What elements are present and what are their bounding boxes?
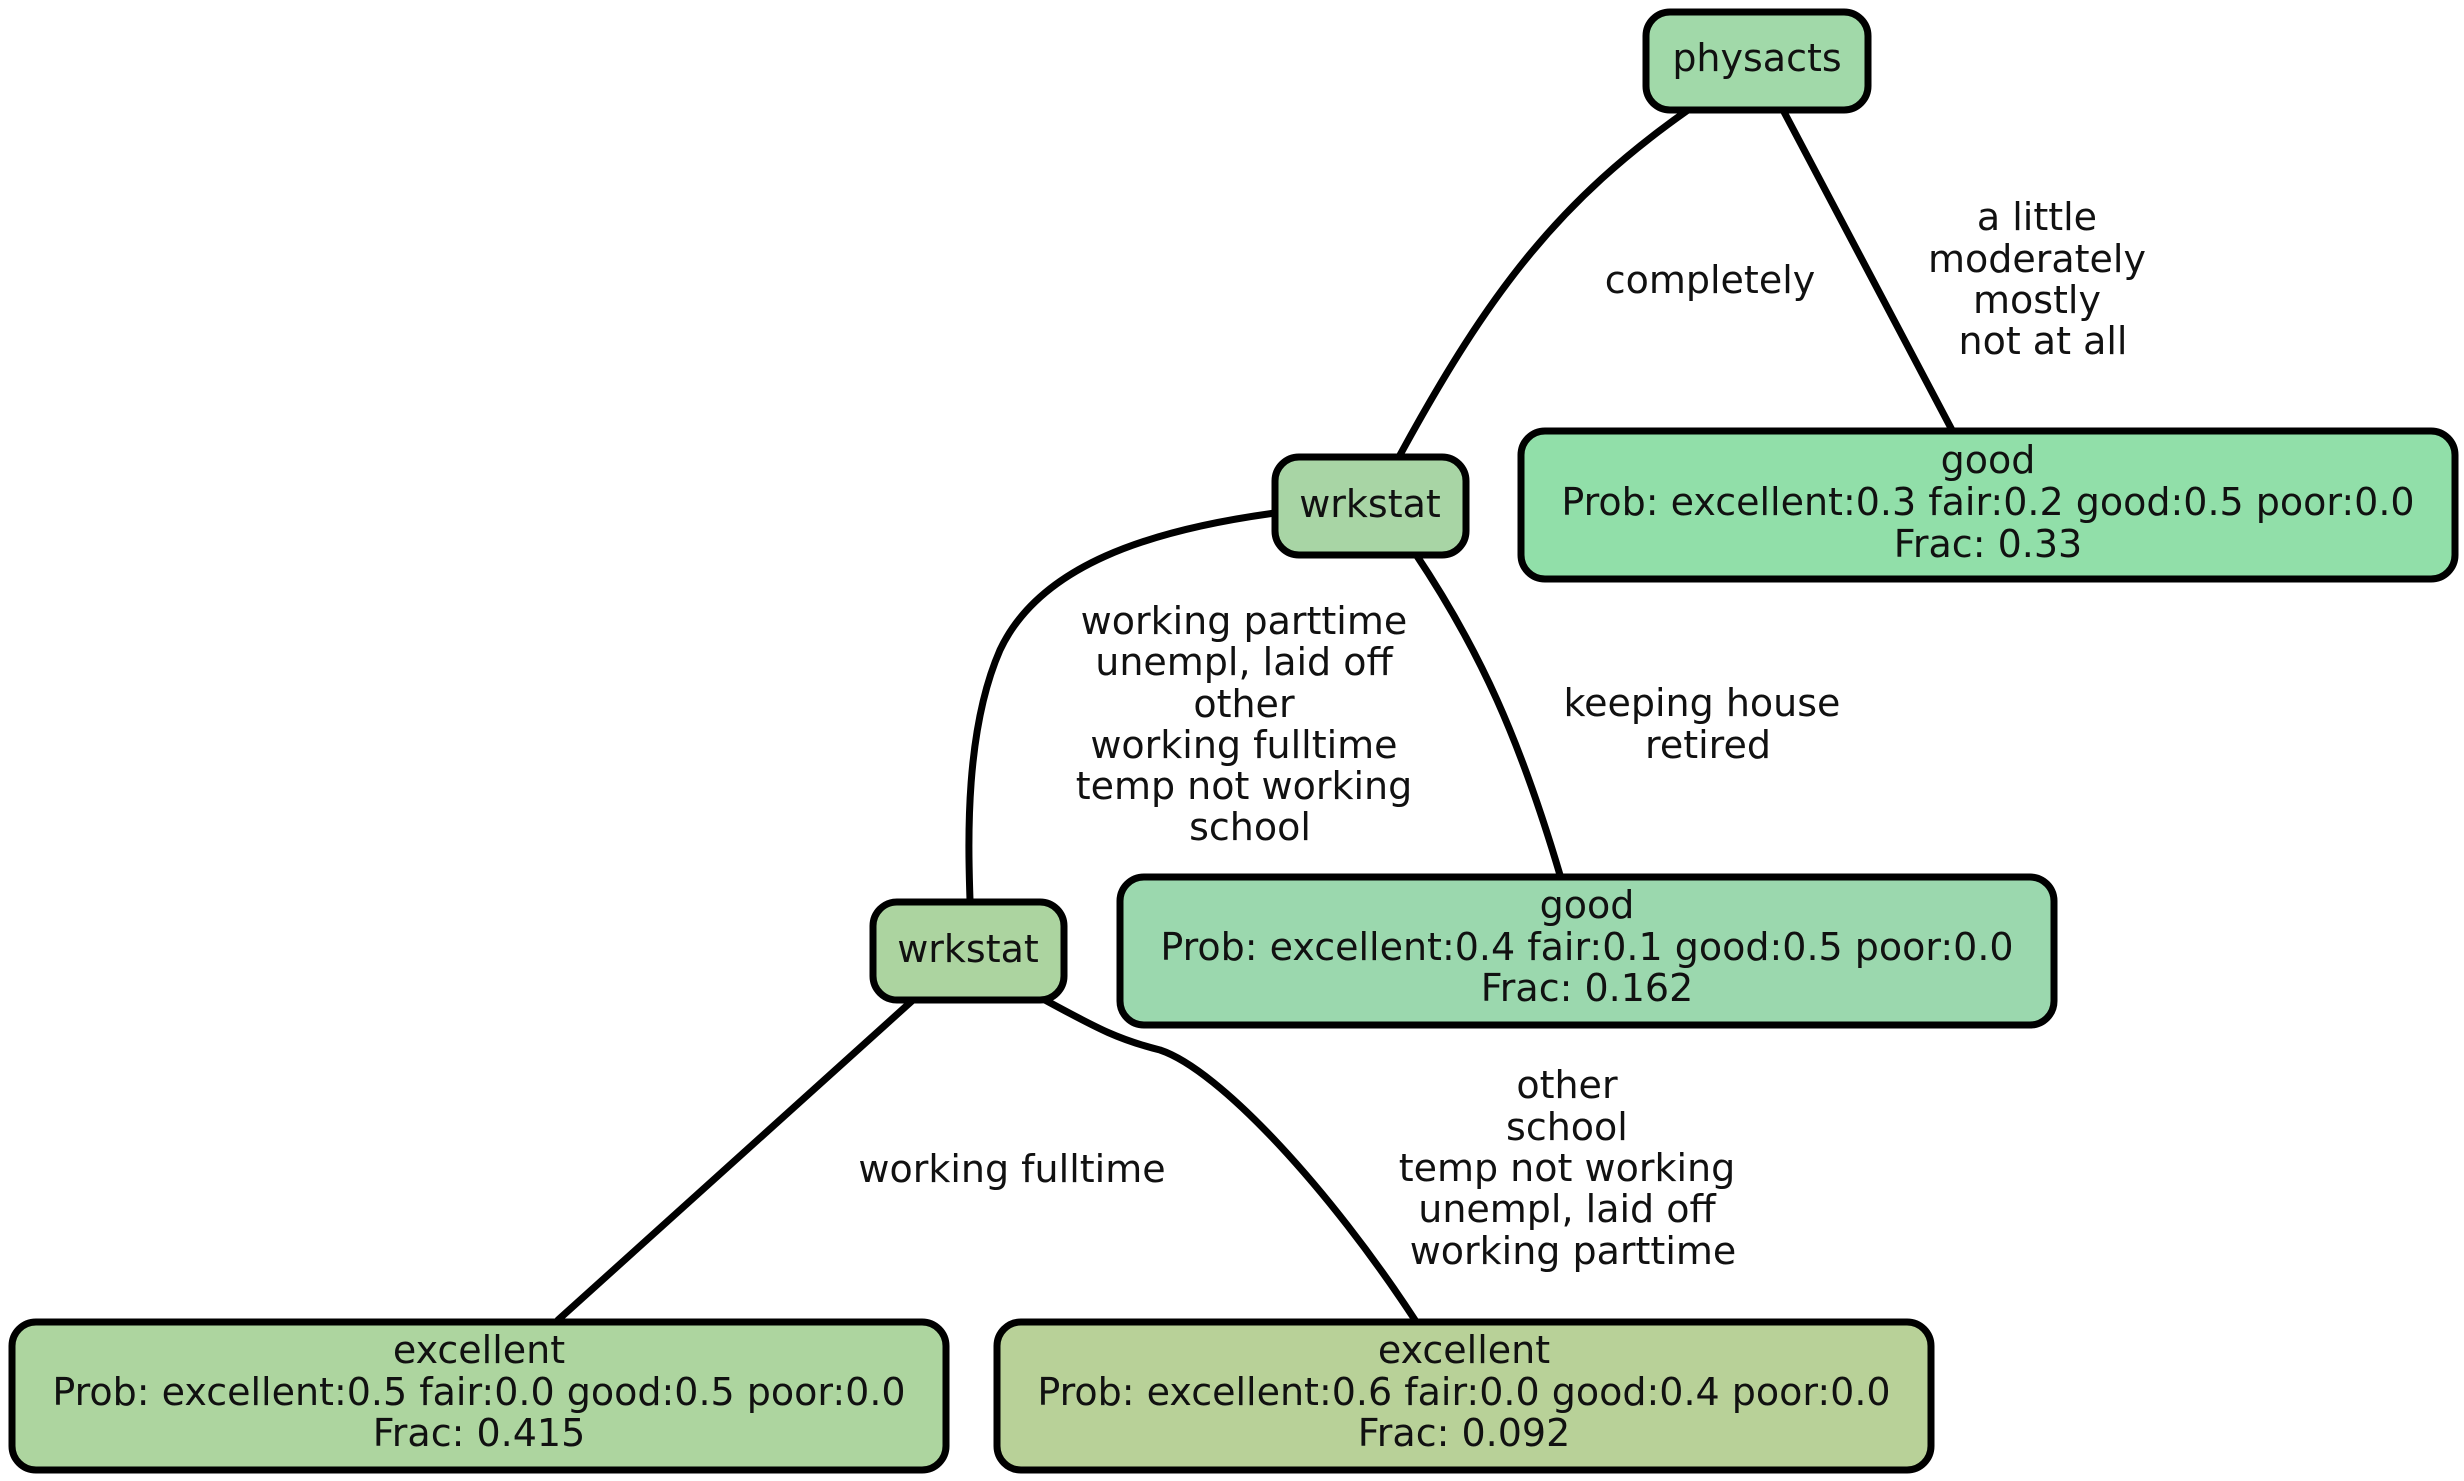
edge-label-completely: completely (1605, 258, 1816, 302)
leaf-good-wrkstat-box (1116, 873, 2058, 1029)
edge-label-wrkstat-low-right: other school temp not working unempl, la… (1399, 1063, 1748, 1273)
leaf-excellent-left-box (8, 1318, 950, 1474)
leaf-excellent-right-prob: Prob: excellent:0.6 fair:0.0 good:0.4 po… (1037, 1370, 1890, 1414)
edge-wrkstat-to-good (1411, 549, 1564, 879)
node-wrkstat-low-label: wrkstat (897, 927, 1039, 971)
node-wrkstat-low-box (869, 898, 1068, 1004)
edge-physacts-to-wrkstat (1396, 106, 1692, 459)
leaf-excellent-right-frac: Frac: 0.092 (1358, 1411, 1571, 1455)
edge-label-working-fulltime: working fulltime (858, 1147, 1165, 1191)
leaf-good-wrkstat-prob: Prob: excellent:0.4 fair:0.1 good:0.5 po… (1160, 925, 2013, 969)
leaf-good-physacts-prob: Prob: excellent:0.3 fair:0.2 good:0.5 po… (1561, 480, 2414, 524)
edge-label-wrkstat-mid-right: keeping house retired (1563, 681, 1852, 767)
node-wrkstat-mid: wrkstat (1271, 453, 1470, 559)
leaf-excellent-right-title: excellent (1378, 1328, 1550, 1372)
leaf-good-physacts-frac: Frac: 0.33 (1894, 522, 2082, 566)
leaf-good-physacts-box (1517, 427, 2459, 583)
leaf-excellent-left-prob: Prob: excellent:0.5 fair:0.0 good:0.5 po… (52, 1370, 905, 1414)
edge-wrkstat-to-wrkstat (965, 509, 1279, 904)
node-wrkstat-low: wrkstat (869, 898, 1068, 1004)
leaf-good-wrkstat-frac: Frac: 0.162 (1481, 966, 1694, 1010)
leaf-good-physacts: good Prob: excellent:0.3 fair:0.2 good:0… (1517, 427, 2459, 583)
edge-wrkstat-to-excellent-right (1041, 996, 1419, 1324)
leaf-excellent-left-title: excellent (393, 1328, 565, 1372)
edge-label-wrkstat-mid-left: working parttime unempl, laid off other … (1076, 599, 1425, 849)
node-physacts-label: physacts (1672, 36, 1841, 80)
leaf-excellent-left-frac: Frac: 0.415 (373, 1411, 586, 1455)
node-wrkstat-mid-box (1271, 453, 1470, 559)
edge-label-physacts-right: a little moderately mostly not at all (1928, 195, 2158, 363)
node-physacts: physacts (1642, 8, 1872, 114)
node-wrkstat-mid-label: wrkstat (1299, 482, 1441, 526)
leaf-good-physacts-title: good (1941, 438, 2036, 482)
edge-wrkstat-to-excellent-left (554, 996, 917, 1324)
leaf-excellent-left: excellent Prob: excellent:0.5 fair:0.0 g… (8, 1318, 950, 1474)
leaf-excellent-right-box (993, 1318, 1935, 1474)
leaf-good-wrkstat-title: good (1540, 883, 1635, 927)
leaf-excellent-right: excellent Prob: excellent:0.6 fair:0.0 g… (993, 1318, 1935, 1474)
edge-physacts-to-good (1779, 106, 1956, 434)
leaf-good-wrkstat: good Prob: excellent:0.4 fair:0.1 good:0… (1116, 873, 2058, 1029)
node-physacts-box (1642, 8, 1872, 114)
